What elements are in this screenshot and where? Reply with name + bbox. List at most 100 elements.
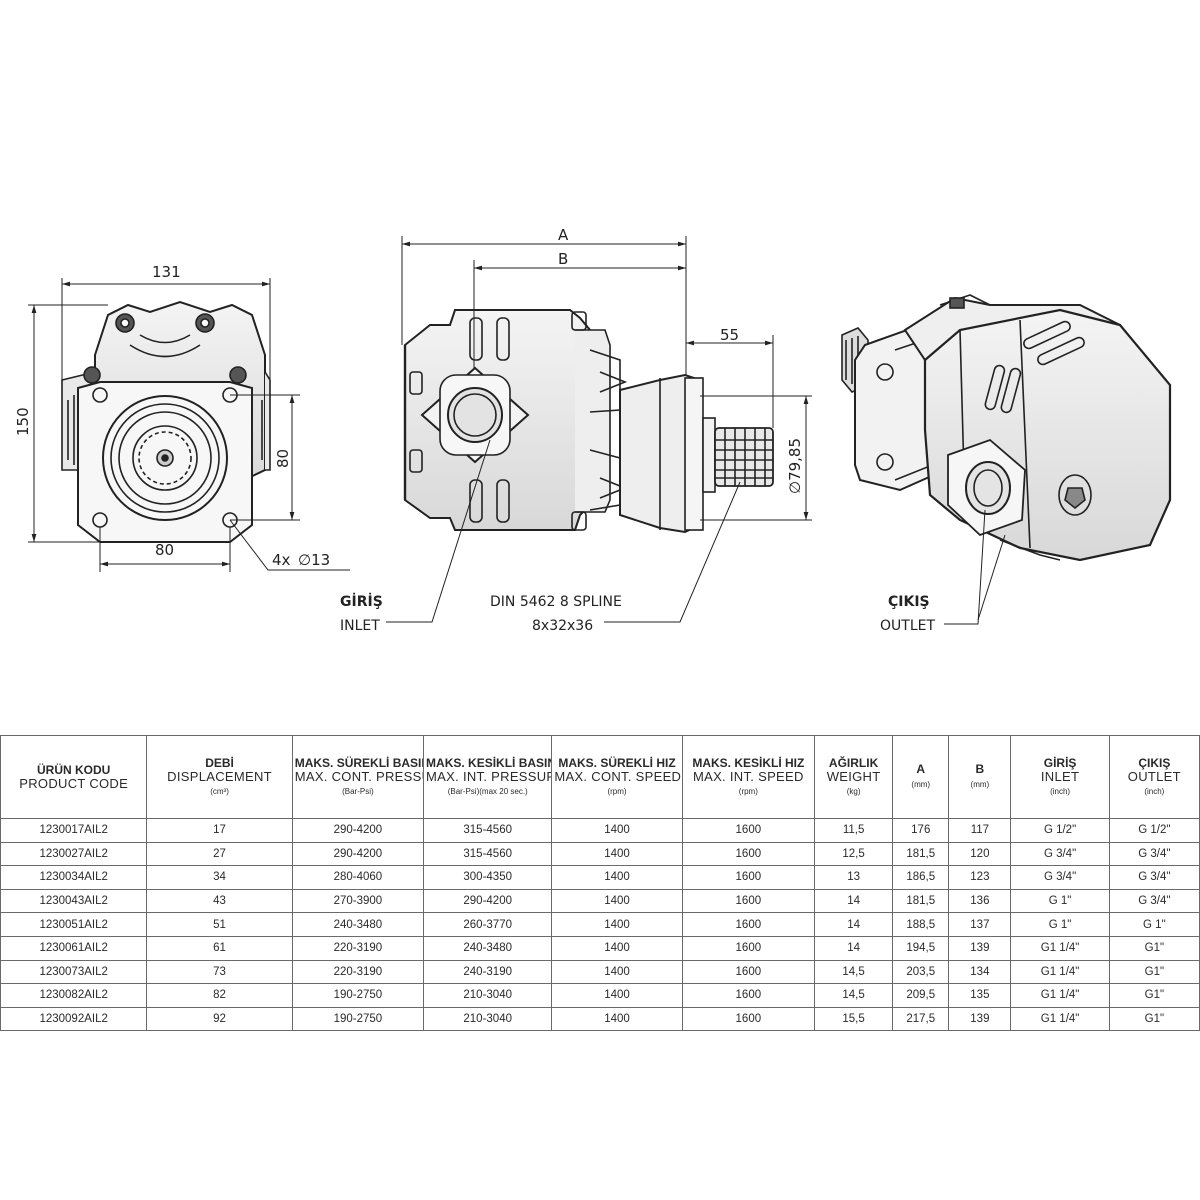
table-cell: 220-3190: [291, 935, 425, 961]
header-unit: (Bar-Psi): [342, 786, 374, 796]
table-cell: 14: [813, 912, 894, 937]
table-cell: 14: [813, 935, 894, 961]
table-cell: G1 1/4": [1010, 959, 1110, 985]
table-cell: 190-2750: [291, 983, 425, 1008]
table-cell: G 1": [1108, 912, 1200, 937]
table-cell: G 3/4": [1108, 888, 1200, 914]
table-cell: 1400: [551, 818, 683, 843]
technical-drawing: 131 150 80 80 4x ∅13: [14, 226, 1172, 634]
header-unit: (inch): [1050, 786, 1071, 796]
table-cell: 181,5: [892, 841, 950, 867]
table-cell: G1 1/4": [1010, 935, 1110, 961]
table-cell: 14,5: [813, 983, 894, 1008]
table-cell: 92: [146, 1006, 293, 1032]
table-cell: G 3/4": [1108, 841, 1200, 867]
header-en: WEIGHT: [826, 768, 881, 784]
header-unit: (Bar-Psi)(max 20 sec.): [447, 786, 528, 796]
table-cell: 1600: [681, 888, 816, 914]
table-cell: 194,5: [892, 935, 950, 961]
table-cell: 34: [146, 865, 293, 890]
table-cell: 1230092AIL2: [0, 1006, 148, 1032]
table-cell: G1 1/4": [1010, 983, 1110, 1008]
table-cell: 1230027AIL2: [0, 841, 148, 867]
header-tr: DEBİ: [205, 755, 234, 770]
table-cell: 203,5: [892, 959, 950, 985]
table-cell: 1600: [681, 818, 816, 843]
table-cell: 134: [948, 959, 1012, 985]
table-cell: 17: [146, 818, 293, 843]
table-cell: 290-4200: [291, 818, 425, 843]
dim-shaft-diameter: ∅79,85: [786, 438, 804, 494]
table-cell: 315-4560: [423, 841, 553, 867]
header-unit: (mm): [970, 780, 990, 789]
outlet-label-en: OUTLET: [880, 618, 935, 634]
dim-80-horizontal: 80: [155, 541, 174, 559]
table-cell: 136: [948, 888, 1012, 914]
table-cell: 1230034AIL2: [0, 865, 148, 890]
table-cell: 188,5: [892, 912, 950, 937]
table-cell: 1400: [551, 935, 683, 961]
table-cell: 181,5: [892, 888, 950, 914]
dim-hole-diameter: ∅13: [298, 551, 330, 569]
table-cell: 220-3190: [291, 959, 425, 985]
header-en: MAX. INT. PRESSURE: [426, 768, 552, 784]
header-tr: MAKS. KESİKLİ HIZ: [692, 755, 805, 770]
table-cell: 1600: [681, 935, 816, 961]
table-cell: 61: [146, 935, 293, 961]
header-en: MAX. CONT. SPEED: [554, 768, 682, 784]
table-cell: 137: [948, 912, 1012, 937]
table-cell: 1400: [551, 841, 683, 867]
header-en: MAX. CONT. PRESSURE: [294, 768, 423, 784]
table-cell: 186,5: [892, 865, 950, 890]
dim-150: 150: [14, 407, 32, 436]
table-cell: 1400: [551, 983, 683, 1008]
dim-55: 55: [720, 326, 739, 344]
header-unit: (mm): [911, 780, 931, 789]
table-cell: 73: [146, 959, 293, 985]
table-cell: G1": [1108, 959, 1200, 985]
table-cell: 1230017AIL2: [0, 818, 148, 843]
header-unit: (cm³): [210, 786, 229, 796]
table-header-cell: A(mm): [892, 735, 950, 819]
table-cell: G 1": [1010, 912, 1110, 937]
table-cell: 12,5: [813, 841, 894, 867]
table-cell: 217,5: [892, 1006, 950, 1032]
table-header-cell: B (mm): [948, 735, 1012, 819]
table-cell: G1": [1108, 1006, 1200, 1032]
table-cell: 1230082AIL2: [0, 983, 148, 1008]
table-cell: 190-2750: [291, 1006, 425, 1032]
table-cell: G 3/4": [1108, 865, 1200, 890]
table-cell: 139: [948, 935, 1012, 961]
inlet-label-tr: GİRİŞ: [340, 593, 383, 610]
table-cell: 11,5: [813, 818, 894, 843]
table-cell: 260-3770: [423, 912, 553, 937]
header-tr: MAKS. SÜREKLİ BASINÇ: [294, 755, 423, 770]
front-view-dimensions: [28, 278, 350, 572]
header-unit: (rpm): [738, 786, 758, 796]
table-cell: 1600: [681, 1006, 816, 1032]
table-cell: G 3/4": [1010, 841, 1110, 867]
table-cell: 290-4200: [291, 841, 425, 867]
table-cell: 210-3040: [423, 1006, 553, 1032]
header-tr: B: [975, 762, 985, 776]
header-tr: ÇIKIŞ: [1138, 755, 1171, 770]
table-cell: 43: [146, 888, 293, 914]
table-cell: 1230051AIL2: [0, 912, 148, 937]
table-cell: 315-4560: [423, 818, 553, 843]
table-cell: 1400: [551, 865, 683, 890]
table-cell: 240-3480: [291, 912, 425, 937]
dim-b: B: [558, 250, 568, 268]
table-cell: G 1/2": [1010, 818, 1110, 843]
